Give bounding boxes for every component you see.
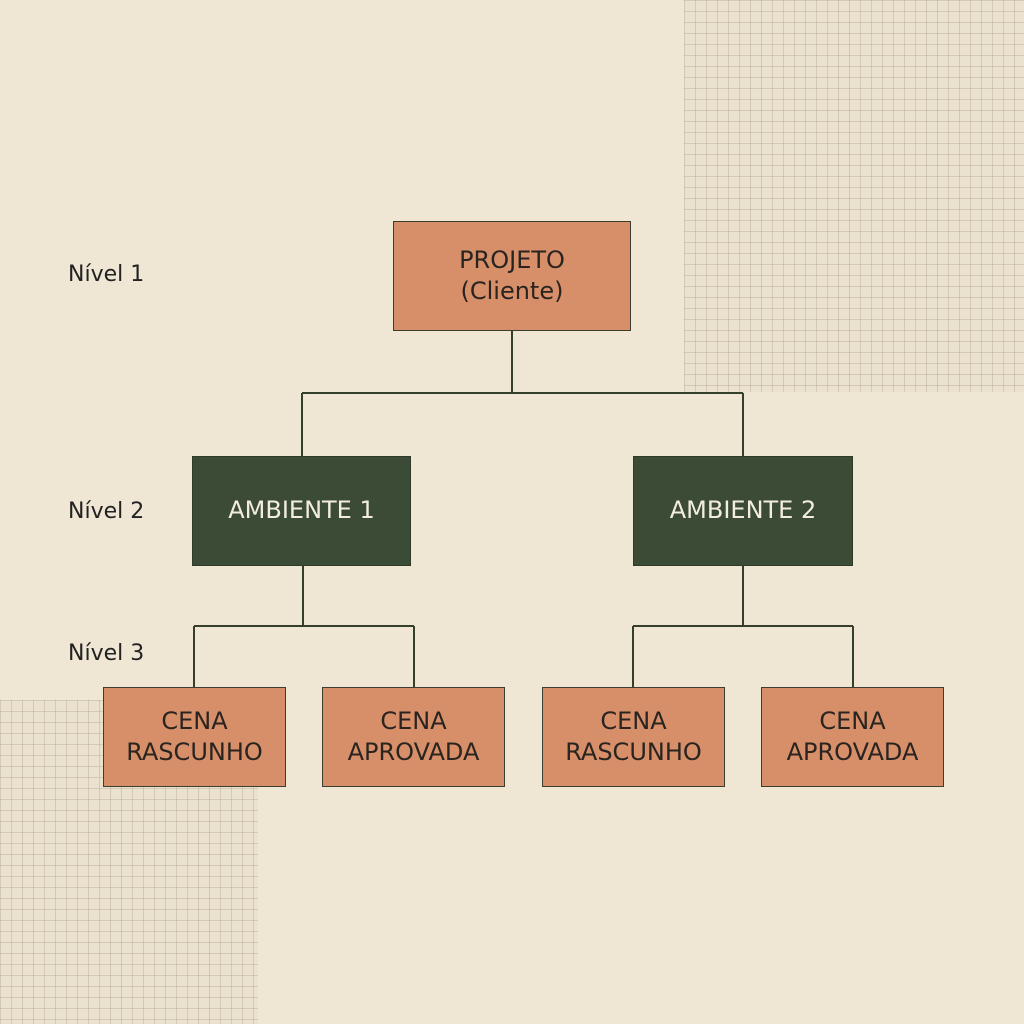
node-projeto: PROJETO (Cliente) <box>393 221 631 331</box>
node-ambiente-2: AMBIENTE 2 <box>633 456 853 566</box>
level-1-label: Nível 1 <box>68 262 145 287</box>
node-cena-aprovada-2-label: CENA APROVADA <box>786 706 919 766</box>
node-cena-rascunho-2: CENA RASCUNHO <box>542 687 725 787</box>
node-ambiente-1-label: AMBIENTE 1 <box>228 496 375 525</box>
node-cena-rascunho-1-label: CENA RASCUNHO <box>126 706 263 766</box>
node-ambiente-2-label: AMBIENTE 2 <box>669 496 817 525</box>
level-2-label: Nível 2 <box>68 499 145 524</box>
node-projeto-label: PROJETO (Cliente) <box>459 245 565 305</box>
node-cena-aprovada-1-label: CENA APROVADA <box>347 706 480 766</box>
level-3-label: Nível 3 <box>68 641 145 666</box>
node-cena-aprovada-1: CENA APROVADA <box>322 687 505 787</box>
node-ambiente-1: AMBIENTE 1 <box>192 456 411 566</box>
grid-pattern-top-right <box>684 0 1024 392</box>
node-cena-aprovada-2: CENA APROVADA <box>761 687 944 787</box>
node-cena-rascunho-2-label: CENA RASCUNHO <box>565 706 702 766</box>
node-cena-rascunho-1: CENA RASCUNHO <box>103 687 286 787</box>
